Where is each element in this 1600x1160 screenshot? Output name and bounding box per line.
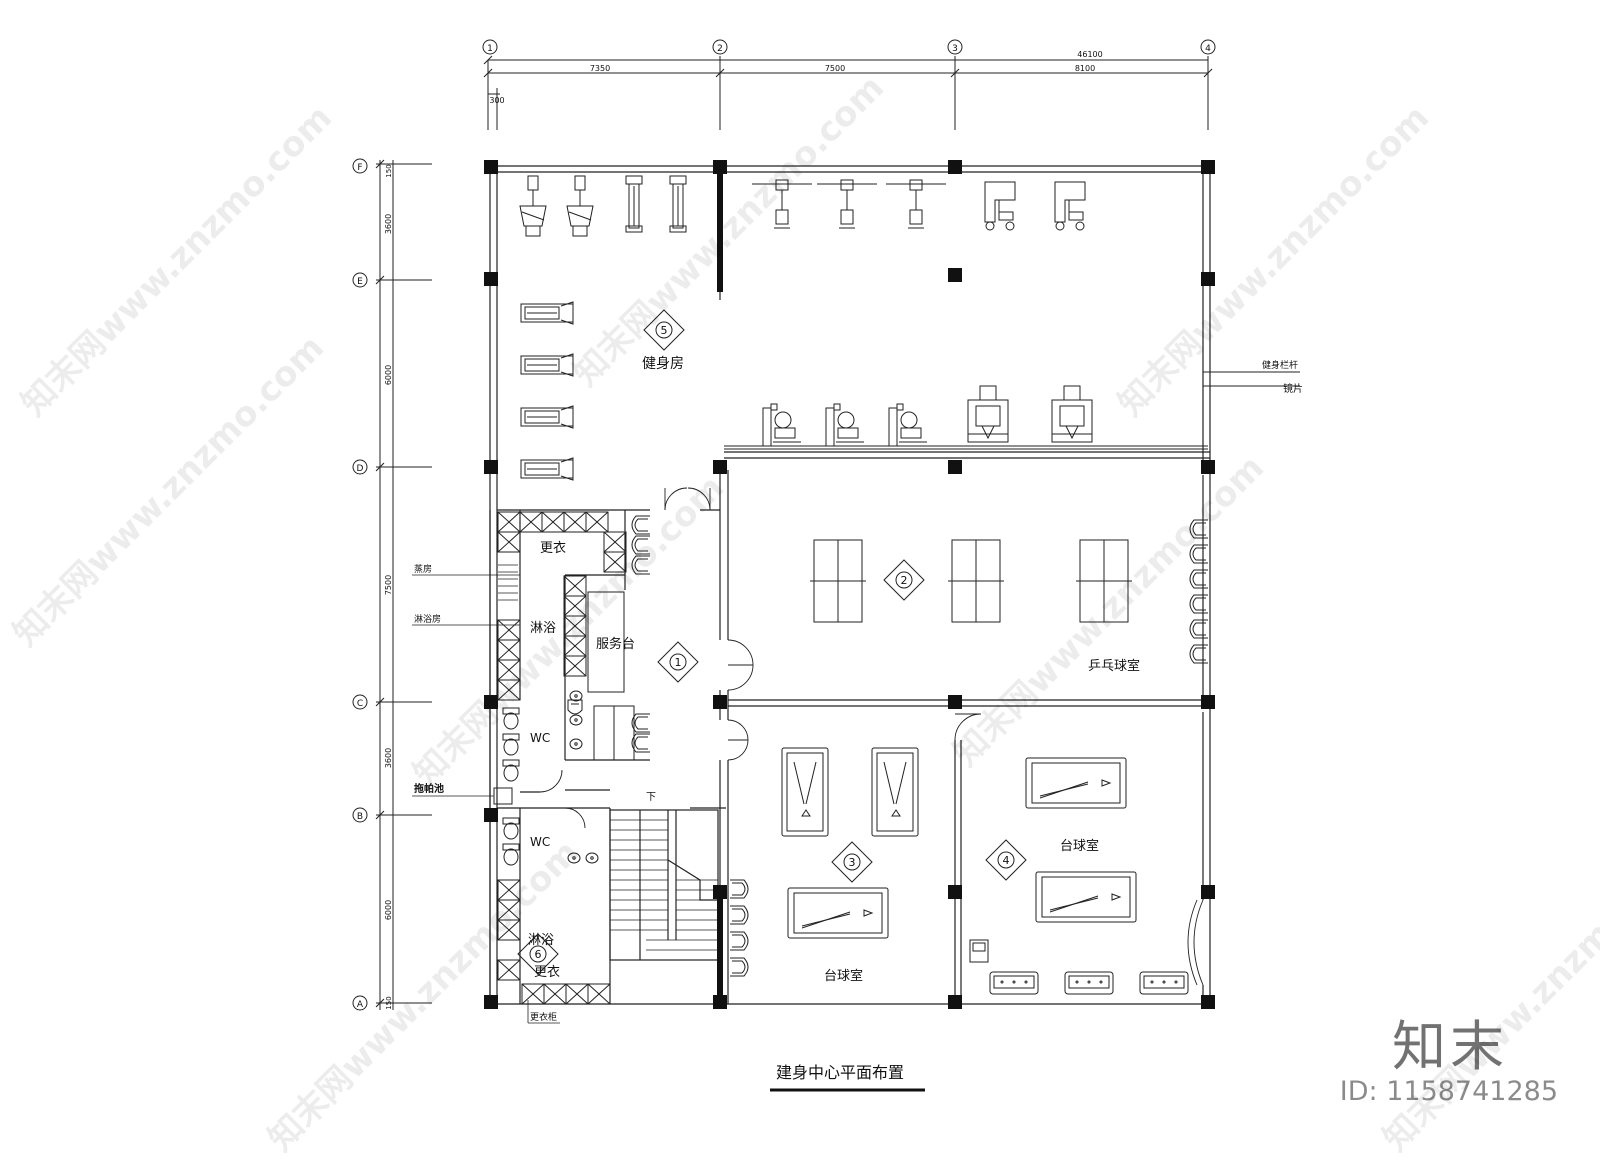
grid-row-b: B — [357, 812, 363, 822]
room-marker-2 — [883, 559, 925, 601]
dim-span-1: 7350 — [590, 64, 610, 73]
pingpong-tables — [809, 539, 1133, 623]
doors — [539, 487, 1204, 986]
room-num-4: 4 — [1003, 854, 1010, 867]
walls — [489, 165, 1211, 1005]
callout-mirror: 镜片 — [1283, 382, 1303, 395]
floor-plan-drawing: 1 2 3 4 46100 7350 7500 8100 300 F E D C… — [352, 39, 1303, 1092]
reception-chairs — [631, 515, 651, 753]
watermark-id: ID: 1158741285 — [1339, 1076, 1558, 1107]
top-dimension-axis — [483, 55, 1213, 130]
label-shower-bottom: 淋浴 — [528, 933, 554, 948]
dim-offset: 300 — [489, 96, 504, 105]
room-name-pingpong: 乒乓球室 — [1088, 658, 1140, 674]
grid-row-f: F — [357, 163, 362, 173]
billiard-sofas-4 — [969, 939, 1189, 995]
label-shower-top: 淋浴 — [530, 621, 556, 636]
grid-row-c: C — [357, 699, 363, 709]
callout-mop-pool: 拖帕池 — [414, 782, 444, 795]
callout-gym-rail: 健身栏杆 — [1262, 359, 1298, 371]
grid-bubbles-left — [352, 158, 368, 1011]
label-wc-bottom: WC — [530, 835, 550, 849]
room-marker-3 — [831, 841, 873, 883]
drawing-title: 建身中心平面布置 — [776, 1063, 904, 1082]
watermark-logo: 知末 — [1392, 1015, 1508, 1078]
structural-columns — [484, 160, 1215, 1009]
room-marker-1 — [657, 641, 699, 683]
dim-left-small-top: 150 — [385, 164, 393, 177]
room-marker-6 — [517, 933, 559, 975]
grid-row-e: E — [357, 277, 363, 287]
dim-left-5: 6000 — [384, 900, 393, 920]
room-num-2: 2 — [901, 574, 908, 587]
sauna-stripes — [498, 564, 518, 601]
label-changing-top: 更衣 — [540, 540, 566, 556]
grid-col-3: 3 — [952, 44, 958, 54]
callout-shower-room: 淋浴房 — [414, 613, 441, 625]
callout-sauna: 蒸房 — [414, 563, 432, 575]
dim-span-2: 7500 — [825, 64, 845, 73]
left-dimension-axis — [375, 159, 432, 1010]
room-num-5: 5 — [661, 324, 668, 337]
billiard-tables-3 — [781, 747, 919, 939]
dim-span-3: 8100 — [1075, 64, 1095, 73]
reception-counter — [587, 591, 635, 761]
callout-locker: 更衣柜 — [530, 1011, 557, 1023]
billiard-chairs-3 — [729, 879, 749, 977]
room-name-billiard-3: 台球室 — [824, 968, 863, 984]
stair-down-label: 下 — [646, 792, 656, 803]
pingpong-chairs — [1189, 519, 1209, 664]
gym-equipment — [519, 175, 1093, 481]
stair-treads — [610, 819, 718, 951]
gym-rail-mirror — [724, 371, 1300, 450]
grid-row-d: D — [357, 464, 364, 474]
dim-left-small-bottom: 150 — [385, 996, 393, 1009]
room-num-6: 6 — [535, 948, 542, 961]
room-num-1: 1 — [675, 656, 682, 669]
room-marker-4 — [985, 839, 1027, 881]
label-wc-top: WC — [530, 731, 550, 745]
dim-left-2: 6000 — [384, 365, 393, 385]
room-name-reception: 服务台 — [596, 636, 635, 652]
grid-bubbles-top — [482, 39, 1216, 55]
grid-row-a: A — [357, 1000, 364, 1010]
room-name-changing-bottom: 更衣 — [534, 964, 560, 980]
dim-left-1: 3600 — [384, 214, 393, 234]
dim-total: 46100 — [1077, 50, 1102, 59]
callout-leaders — [412, 574, 560, 1024]
room-num-3: 3 — [849, 856, 856, 869]
room-name-billiard-4: 台球室 — [1060, 838, 1099, 854]
room-name-gym: 健身房 — [642, 356, 684, 372]
grid-col-4: 4 — [1205, 44, 1211, 54]
grid-col-2: 2 — [717, 44, 723, 54]
dim-left-3: 7500 — [384, 575, 393, 595]
room-marker-5 — [643, 309, 685, 351]
grid-col-1: 1 — [487, 44, 493, 54]
dim-left-4: 3600 — [384, 748, 393, 768]
